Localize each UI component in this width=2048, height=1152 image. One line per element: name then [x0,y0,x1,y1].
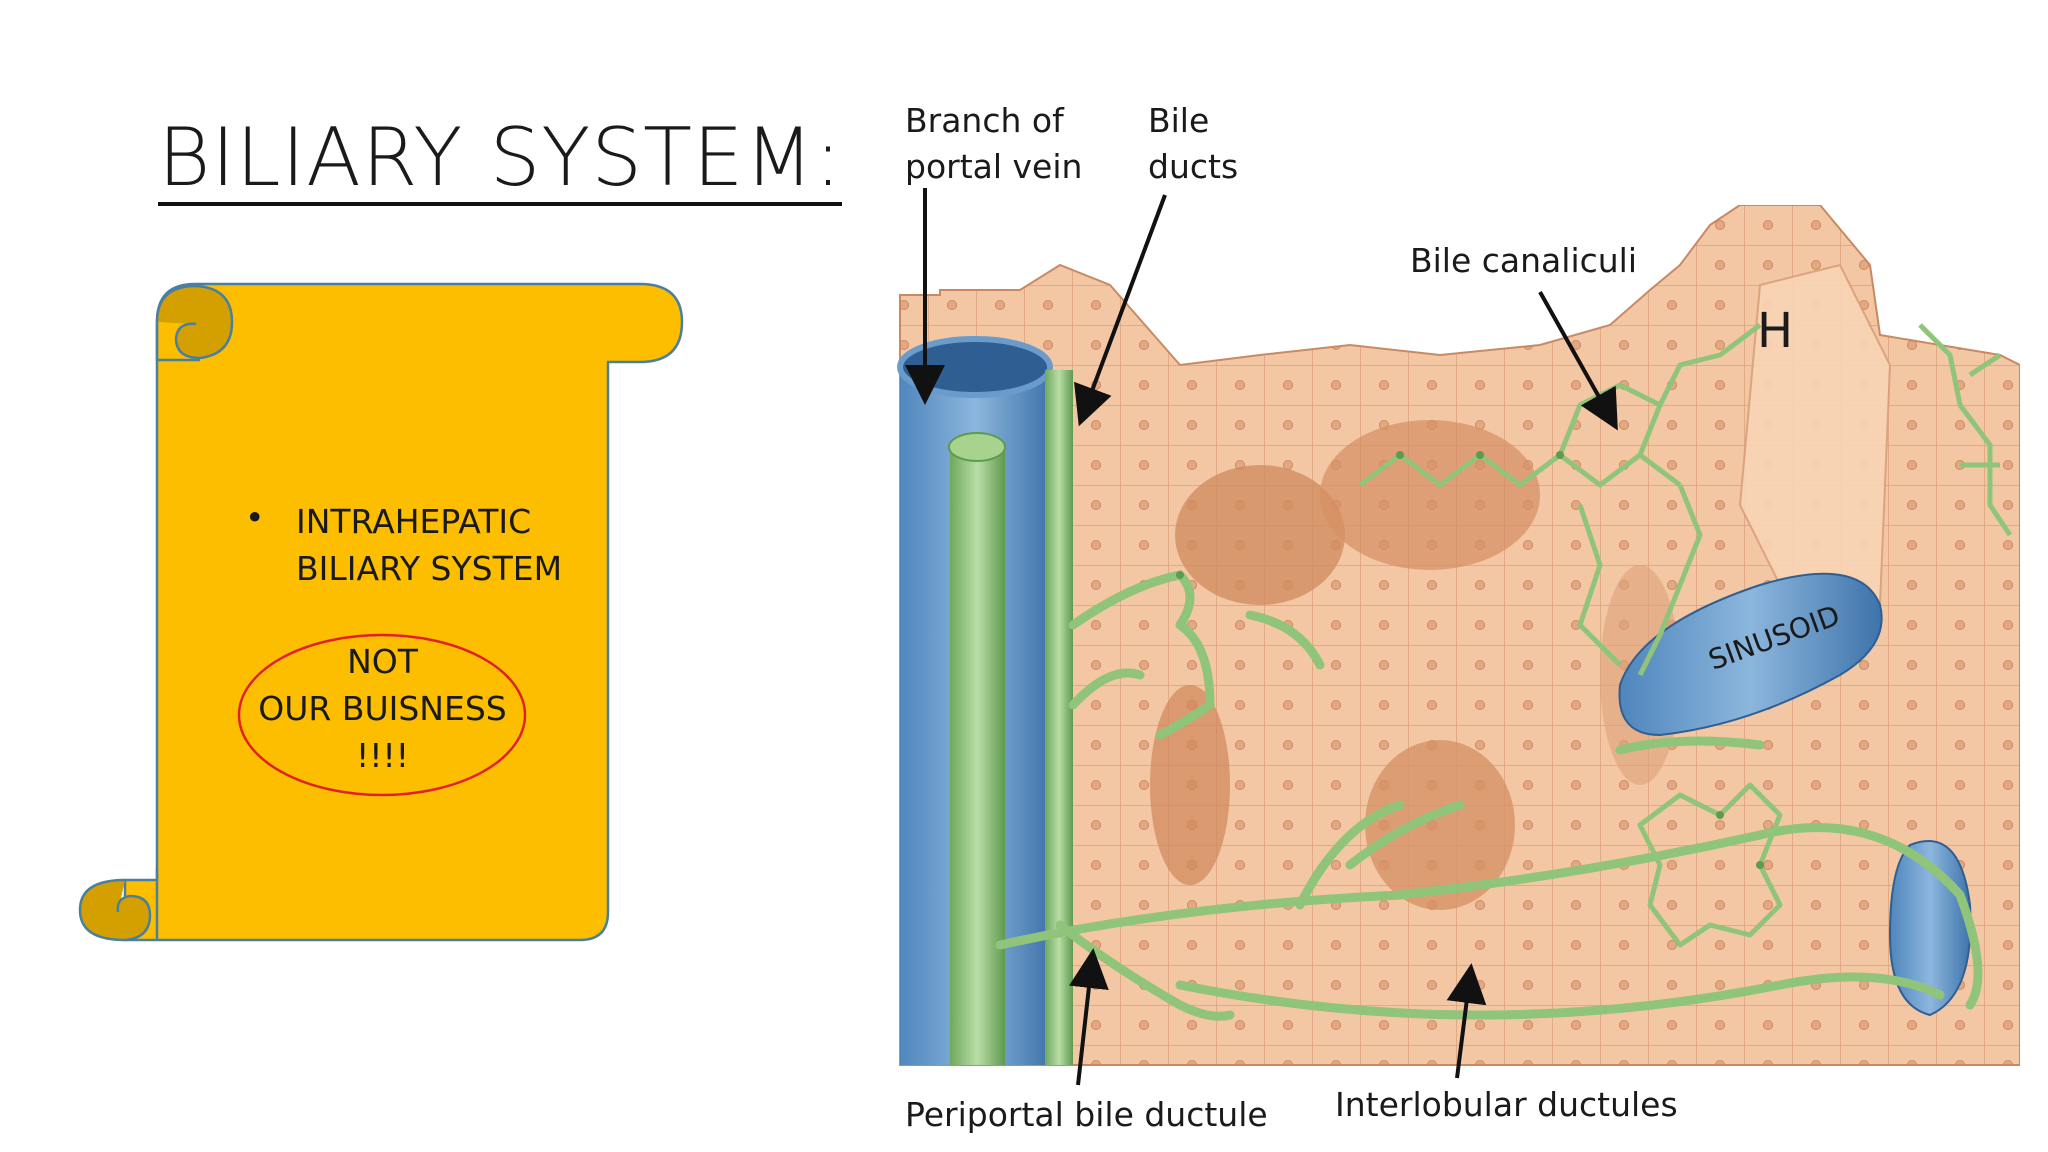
bullet-marker: • [245,498,265,537]
note-oval [237,633,527,797]
label-bile-canaliculi: Bile canaliculi [1410,241,1638,280]
scroll-item-text: INTRAHEPATIC BILIARY SYSTEM [296,502,563,588]
label-line: portal vein [905,147,1083,186]
label-portal-vein: Branch of portal vein [905,98,1082,190]
note-line: !!!! [356,736,409,775]
label-line: Bile [1148,101,1210,140]
label-periportal-bile-ductule: Periportal bile ductule [905,1095,1268,1134]
note-line: NOT [347,642,418,681]
scroll-note: NOT OUR BUISNESS !!!! [240,638,525,779]
note-line: OUR BUISNESS [258,689,507,728]
label-line: ducts [1148,147,1239,186]
slide-title: BILIARY SYSTEM: [158,111,843,206]
scroll-banner [78,282,684,942]
label-bile-ducts: Bile ducts [1148,98,1238,190]
label-interlobular-ductules: Interlobular ductules [1335,1085,1678,1124]
liver-lobule-illustration [897,205,2020,1066]
label-hepatocyte: H [1757,303,1794,359]
label-line: Branch of [905,101,1064,140]
